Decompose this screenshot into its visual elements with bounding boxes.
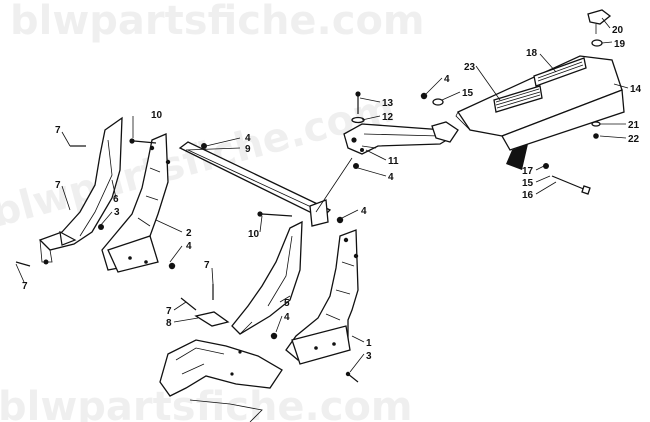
callout-11: 11 <box>388 156 399 167</box>
callout-21: 21 <box>628 120 640 131</box>
callout-20: 20 <box>612 25 624 36</box>
part-8-clip <box>194 311 230 327</box>
watermark-bottom: blwpartsfiche.com <box>0 384 413 422</box>
callout-17: 17 <box>522 166 534 177</box>
callout-18: 18 <box>526 48 538 59</box>
leader-lines <box>15 17 629 373</box>
callout-5: 5 <box>284 298 290 309</box>
callout-7-b: 7 <box>55 180 61 191</box>
callout-15-a: 15 <box>462 88 474 99</box>
callout-4-e: 4 <box>388 172 394 183</box>
callout-2: 2 <box>186 228 192 239</box>
callout-15-b: 15 <box>522 178 534 189</box>
part-12-arm <box>343 121 459 155</box>
callout-4-b: 4 <box>186 241 192 252</box>
callout-12: 12 <box>382 112 394 123</box>
part-2-bracket <box>101 133 171 273</box>
callout-10-b: 10 <box>248 229 260 240</box>
callout-14: 14 <box>630 84 642 95</box>
part-5-bracket <box>231 220 303 335</box>
callout-4-d: 4 <box>361 206 367 217</box>
callout-22: 22 <box>628 134 640 145</box>
part-6-bracket <box>38 116 123 265</box>
part-14-console <box>455 55 625 170</box>
callout-16: 16 <box>522 190 534 201</box>
callout-1: 1 <box>366 338 372 349</box>
callout-3-a: 3 <box>114 207 120 218</box>
callout-7-a: 7 <box>55 125 61 136</box>
callout-4-a: 4 <box>245 133 251 144</box>
part-9-bar <box>178 141 332 227</box>
part-1-bracket <box>285 229 359 365</box>
callout-6: 6 <box>113 194 119 205</box>
callout-labels: 7 10 4 9 7 6 3 2 4 7 7 7 8 5 4 1 3 10 4 … <box>22 25 642 362</box>
callout-13: 13 <box>382 98 394 109</box>
watermark-top: blwpartsfiche.com <box>10 0 425 44</box>
callout-4-f: 4 <box>444 74 450 85</box>
callout-10-a: 10 <box>151 110 163 121</box>
callout-4-c: 4 <box>284 312 290 323</box>
callout-7-e: 7 <box>166 306 172 317</box>
callout-23: 23 <box>464 62 476 73</box>
callout-7-c: 7 <box>22 281 28 292</box>
callout-9: 9 <box>245 144 251 155</box>
callout-3-b: 3 <box>366 351 372 362</box>
watermark-middle: blwpartsfiche.com <box>0 85 399 237</box>
callout-19: 19 <box>614 39 626 50</box>
callout-7-d: 7 <box>204 260 210 271</box>
fasteners <box>15 9 612 383</box>
callout-8: 8 <box>166 318 172 329</box>
frame-bottom <box>159 339 283 422</box>
